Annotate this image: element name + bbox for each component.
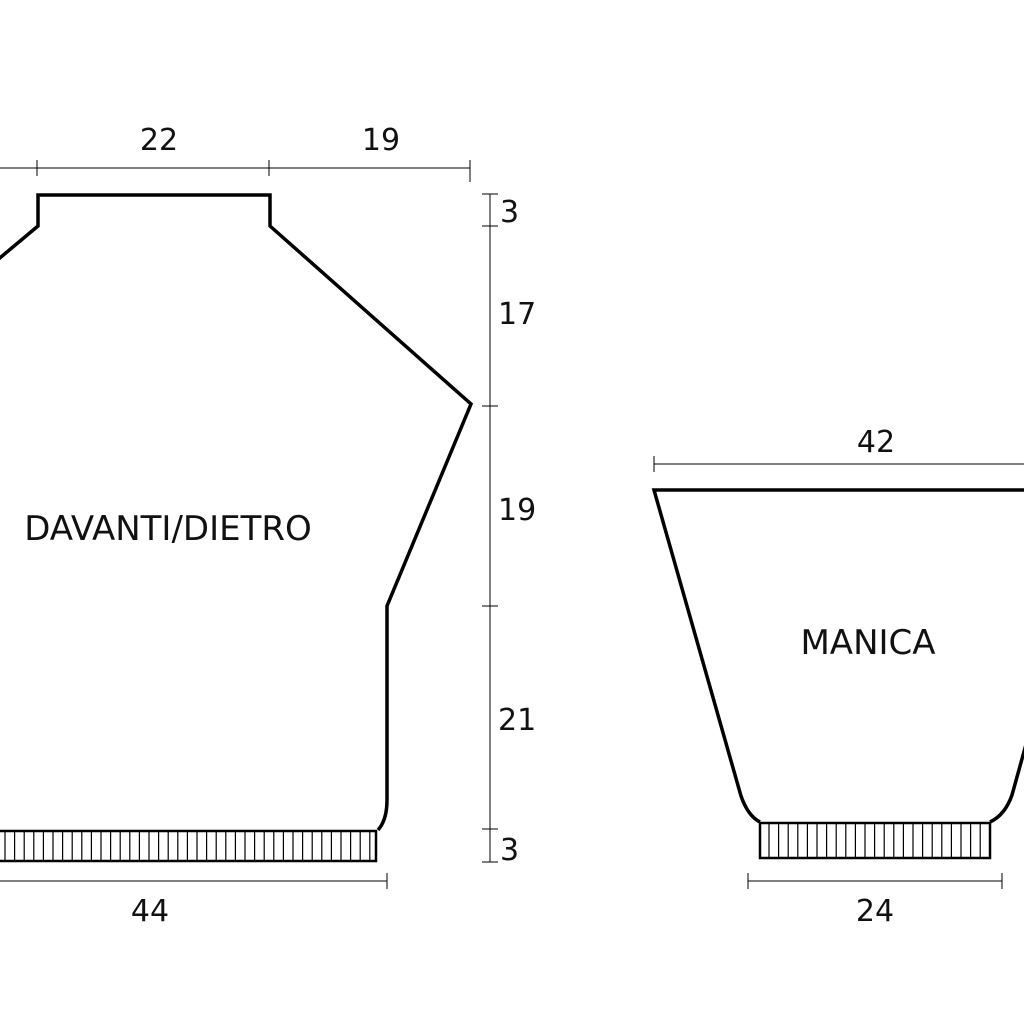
front-back-outline (0, 193, 474, 832)
sleeve-cuff-dimension: 24 (747, 873, 1003, 929)
sleeve-label: MANICA (800, 623, 935, 663)
front-back-rib-lines (4, 831, 371, 861)
sleeve-rib (758, 821, 992, 860)
raglan-lower-label: 19 (498, 493, 536, 528)
bottom-width-label: 44 (131, 894, 169, 929)
neck-width-label: 22 (140, 123, 178, 158)
front-back-rib (0, 829, 378, 863)
top-dimension: 22 19 (0, 123, 471, 182)
bottom-dimension: 44 (0, 873, 388, 929)
sleeve-piece: MANICA (651, 488, 1024, 860)
sleeve-top-width-label: 42 (857, 425, 895, 460)
front-back-label: DAVANTI/DIETRO (24, 509, 312, 549)
rib-height-label: 3 (500, 833, 519, 868)
front-back-piece: DAVANTI/DIETRO (0, 193, 474, 863)
front-back-rib-box (0, 829, 378, 863)
side-length-label: 21 (498, 703, 536, 738)
raglan-upper-label: 17 (498, 297, 536, 332)
sleeve-outline (651, 488, 1024, 824)
sleeve-rib-lines (768, 823, 991, 858)
sleeve-top-dimension: 42 (653, 425, 1024, 472)
shoulder-width-label: 19 (362, 123, 400, 158)
sleeve-cuff-width-label: 24 (856, 894, 894, 929)
neck-depth-label: 3 (500, 195, 519, 230)
height-dimension: 3 17 19 21 3 (482, 193, 536, 868)
